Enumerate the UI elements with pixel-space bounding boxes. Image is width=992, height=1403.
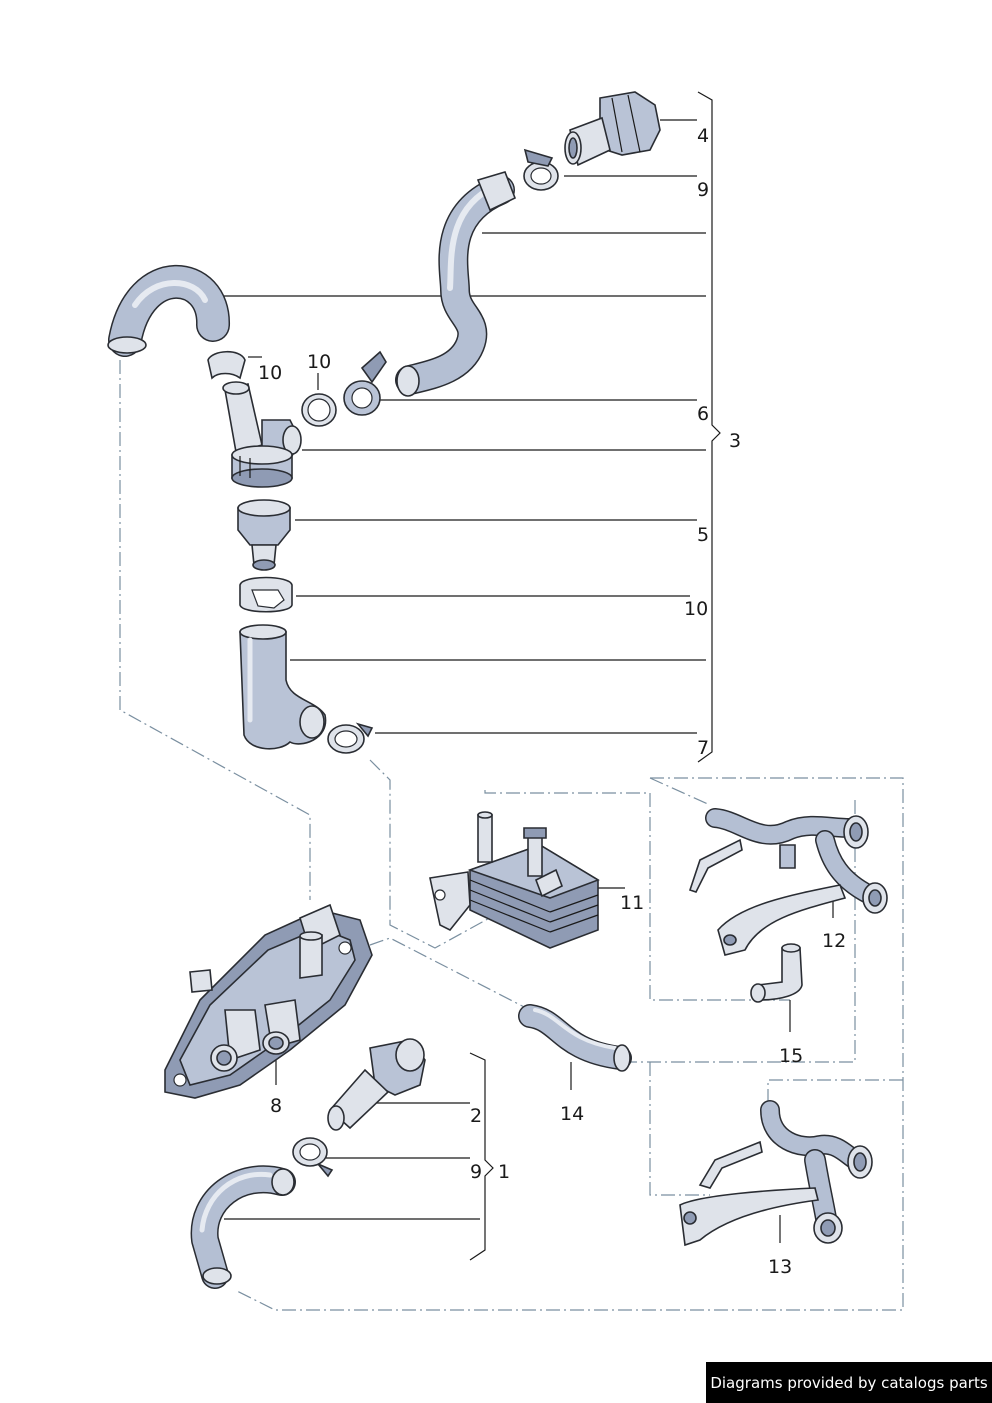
callout-15: 15 (779, 1045, 803, 1067)
callout-13: 13 (768, 1256, 792, 1278)
part-clamp-7 (327, 722, 374, 754)
watermark-banner: Diagrams provided by catalogs parts (706, 1362, 992, 1403)
part-t-fitting (222, 381, 302, 488)
part-connector-2 (327, 1038, 426, 1131)
callout-2: 2 (470, 1105, 482, 1127)
part-housing-8 (164, 903, 373, 1099)
bracket-group-1 (469, 1052, 494, 1261)
callout-4: 4 (697, 125, 709, 147)
part-hose-upper-left (107, 264, 230, 357)
part-pipe-13 (679, 1100, 873, 1247)
group-outlines (119, 360, 904, 1311)
part-pipe-12 (688, 808, 888, 956)
part-oil-cooler-11 (429, 811, 600, 949)
part-ring-10-upper (301, 393, 337, 427)
callout-10-upper-left: 10 (258, 362, 282, 384)
callout-6: 6 (697, 403, 709, 425)
callout-7: 7 (697, 737, 709, 759)
part-hose-upper (395, 171, 517, 397)
callout-9-lower: 9 (470, 1161, 482, 1183)
leader-lines (222, 119, 834, 1243)
part-clamp-10-upper-left (207, 350, 246, 380)
callout-3: 3 (729, 430, 741, 452)
callout-10-middle: 10 (684, 598, 708, 620)
part-clamp-9-lower (292, 1137, 334, 1178)
callout-14: 14 (560, 1103, 584, 1125)
callout-8: 8 (270, 1095, 282, 1117)
callout-9-top: 9 (697, 179, 709, 201)
part-hose-lower (190, 1165, 296, 1289)
part-hose-elbow (239, 624, 327, 750)
callout-labels: 4 9 10 10 6 3 5 10 7 11 12 15 14 8 2 9 1… (258, 125, 846, 1278)
bracket-group-3 (697, 91, 721, 763)
callout-5: 5 (697, 524, 709, 546)
part-connector-4 (564, 91, 661, 167)
callout-11: 11 (620, 892, 644, 914)
callout-12: 12 (822, 930, 846, 952)
part-elbow-15 (750, 943, 803, 1003)
part-clamp-6 (343, 350, 387, 416)
part-valve-insert-5 (237, 499, 291, 571)
part-clamp-9-top (523, 148, 559, 191)
callout-10-upper: 10 (307, 351, 331, 373)
part-ring-10-middle (239, 576, 293, 613)
callout-1: 1 (498, 1161, 510, 1183)
part-hose-14 (518, 1004, 632, 1072)
